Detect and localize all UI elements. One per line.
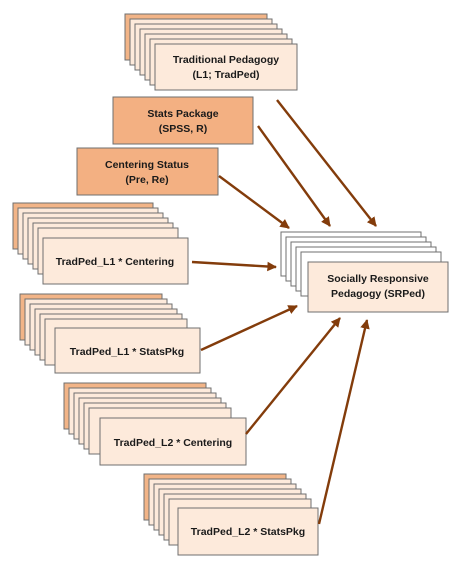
node-stats-package: Stats Package (SPSS, R)	[112, 96, 254, 145]
centering-status-label-line1: Centering Status	[105, 159, 189, 171]
traditional-pedagogy-label-line2: (L1; TradPed)	[192, 69, 259, 81]
node-centering-status: Centering Status (Pre, Re)	[76, 147, 219, 196]
node-traditional-pedagogy: Traditional Pedagogy (L1; TradPed)	[124, 13, 298, 91]
node-tradped-l1-centering: TradPed_L1 * Centering	[12, 202, 189, 285]
node-tradped-l1-statspkg: TradPed_L1 * StatsPkg	[19, 293, 201, 374]
node-tradped-l2-statspkg: TradPed_L2 * StatsPkg	[143, 473, 319, 556]
arrow-l2centering-to-srped	[245, 317, 341, 435]
srped-label-line2: Pedagogy (SRPed)	[331, 288, 425, 300]
srped-label-line1: Socially Responsive	[327, 273, 429, 285]
arrow-l2statspkg-to-srped	[317, 319, 370, 525]
tradped-l1-statspkg-label: TradPed_L1 * StatsPkg	[70, 346, 184, 358]
node-socially-responsive-pedagogy: Socially Responsive Pedagogy (SRPed)	[280, 231, 449, 313]
tradped-l1-centering-label: TradPed_L1 * Centering	[56, 256, 174, 268]
tradped-l2-centering-label: TradPed_L2 * Centering	[114, 437, 232, 449]
arrow-l1statspkg-to-srped	[200, 304, 298, 352]
arrow-tradped-to-srped	[276, 99, 377, 227]
arrow-centering-to-srped	[218, 175, 290, 229]
arrow-l1centering-to-srped	[191, 260, 277, 272]
traditional-pedagogy-label-line1: Traditional Pedagogy	[173, 54, 279, 66]
tradped-l2-statspkg-label: TradPed_L2 * StatsPkg	[191, 526, 305, 538]
stats-package-label-line1: Stats Package	[147, 108, 218, 120]
node-tradped-l2-centering: TradPed_L2 * Centering	[63, 382, 247, 466]
arrow-stats-to-srped	[257, 125, 331, 227]
centering-status-label-line2: (Pre, Re)	[125, 174, 168, 186]
stats-package-label-line2: (SPSS, R)	[159, 123, 207, 135]
